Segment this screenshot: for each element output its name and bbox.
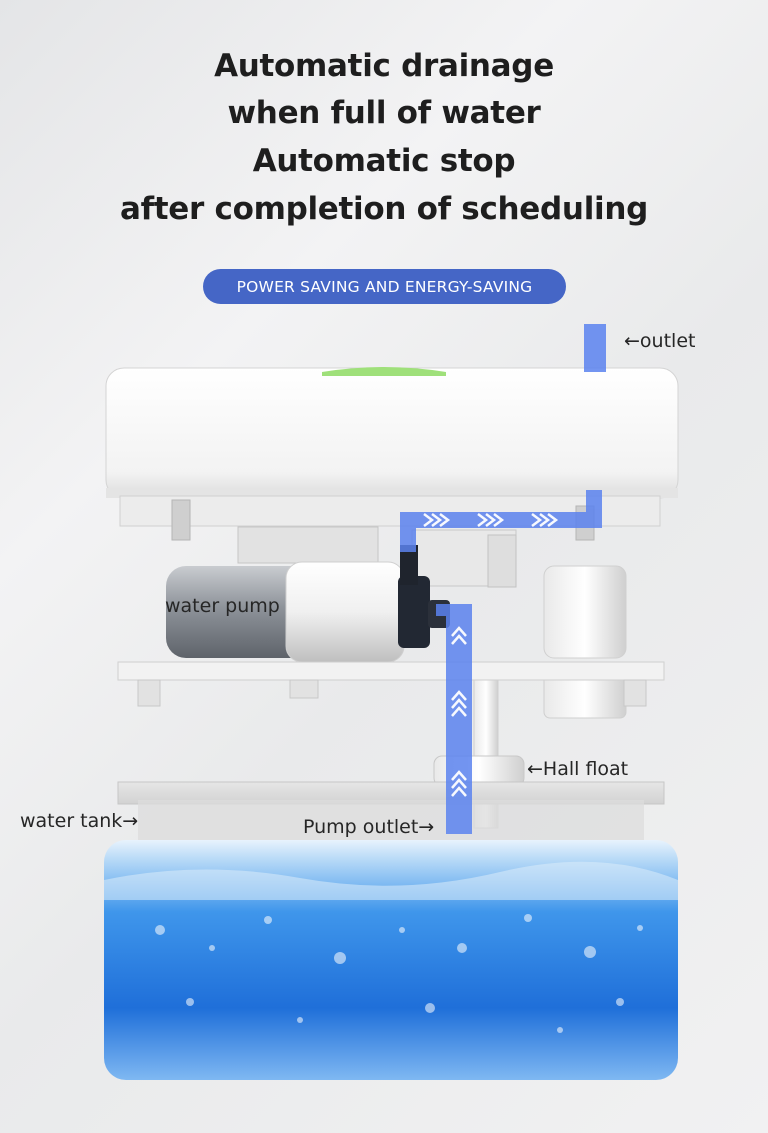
outlet-label: ←outlet [624,330,696,352]
energy-saving-badge-text: POWER SAVING AND ENERGY-SAVING [236,277,533,296]
pump-outlet-label: Pump outlet→ [303,816,435,838]
headline-line-2: when full of water [227,95,541,131]
base-plate [117,661,665,707]
headline-line-4: after completion of scheduling [119,191,649,227]
pump-bracket [237,526,517,588]
float-housing [543,565,627,719]
water-tank-label: water tank→ [20,810,139,832]
flow-arrows [423,513,559,797]
water-pump [166,545,450,663]
hall-float-label: ←Hall float [527,758,629,780]
headline-line-3: Automatic stop [252,143,516,179]
water-pump-label: water pump [165,595,280,617]
water-flow-path [400,490,602,834]
outlet-pipe [584,324,606,372]
energy-saving-badge: POWER SAVING AND ENERGY-SAVING [203,269,566,304]
headline-line-1: Automatic drainage [214,48,554,84]
water-tank [104,781,678,1080]
